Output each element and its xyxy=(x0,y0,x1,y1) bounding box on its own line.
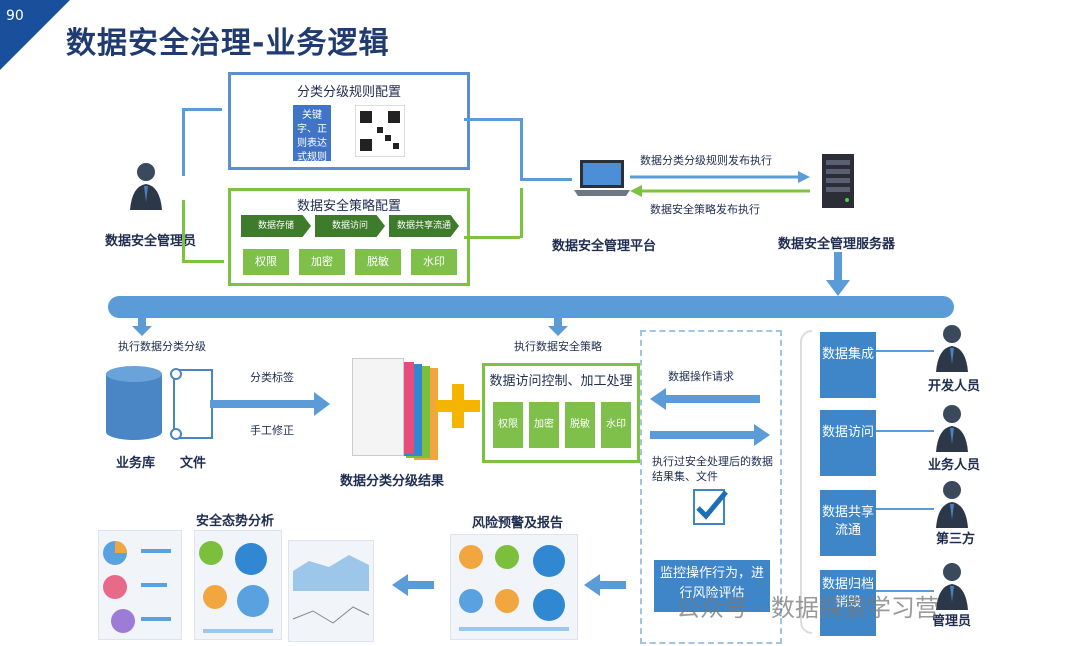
connector xyxy=(182,200,185,262)
developer-person-icon xyxy=(936,325,968,372)
file-label: 文件 xyxy=(180,456,207,471)
service-integration: 数据集成 xyxy=(820,332,876,398)
control-mask: 脱敏 xyxy=(355,249,401,275)
watermark: 公众号 · 数据探索学习营 xyxy=(676,594,939,622)
exec-policy-label: 执行数据安全策略 xyxy=(514,340,602,353)
stage-sharing: 数据共享流通 xyxy=(389,215,459,237)
control-permission: 权限 xyxy=(243,249,289,275)
laptop-icon xyxy=(574,160,630,196)
role-developer: 开发人员 xyxy=(928,379,981,394)
policy-config-box: 数据安全策略配置 数据存储 数据访问 数据共享流通 权限 加密 脱敏 水印 xyxy=(228,188,470,286)
down-arrow xyxy=(548,318,568,336)
connector xyxy=(464,118,520,121)
policy-publish-label: 数据安全策略发布执行 xyxy=(650,203,760,216)
page-number: 90 xyxy=(6,8,24,24)
response-label: 执行过安全处理后的数据结果集、文件 xyxy=(652,455,773,483)
stage-access: 数据访问 xyxy=(315,215,385,237)
situation-panel-3 xyxy=(288,540,374,642)
connector xyxy=(520,118,523,180)
rules-config-title: 分类分级规则配置 xyxy=(296,85,401,100)
business-person-icon xyxy=(936,405,968,452)
mid-control-watermark: 水印 xyxy=(601,402,631,448)
role-manager: 管理员 xyxy=(932,614,972,629)
classification-result-graphic xyxy=(352,358,440,462)
role-business: 业务人员 xyxy=(928,458,981,473)
data-bus xyxy=(108,296,954,318)
access-control-title: 数据访问控制、加工处理 xyxy=(489,374,633,389)
platform-label: 数据安全管理平台 xyxy=(552,239,657,254)
page-number-corner xyxy=(0,0,70,70)
rules-config-box: 分类分级规则配置 关键字、正则表达式规则 xyxy=(228,72,470,170)
control-encrypt: 加密 xyxy=(299,249,345,275)
mid-control-mask: 脱敏 xyxy=(565,402,595,448)
stage-storage: 数据存储 xyxy=(241,215,311,237)
down-arrow xyxy=(132,318,152,336)
situation-panel-2 xyxy=(194,530,282,640)
service-access: 数据访问 xyxy=(820,410,876,476)
role-third-party: 第三方 xyxy=(936,532,976,547)
publish-arrow-left xyxy=(630,185,810,197)
situation-title: 安全态势分析 xyxy=(196,514,275,529)
qr-code-icon xyxy=(355,105,405,157)
publish-arrow-right xyxy=(630,171,810,183)
risk-panel xyxy=(450,534,578,640)
left-arrow xyxy=(584,574,626,596)
file-scroll-icon xyxy=(170,368,213,440)
connector xyxy=(876,430,934,432)
rules-publish-label: 数据分类分级规则发布执行 xyxy=(640,154,772,167)
admin-person-icon xyxy=(130,163,162,210)
connector xyxy=(182,108,222,111)
access-control-box: 数据访问控制、加工处理 权限 加密 脱敏 水印 xyxy=(482,363,640,463)
service-archive: 数据归档销毁 xyxy=(820,570,876,636)
control-watermark: 水印 xyxy=(411,249,457,275)
connector xyxy=(182,110,185,176)
service-sharing: 数据共享流通 xyxy=(820,490,876,556)
db-label: 业务库 xyxy=(116,456,156,471)
risk-title: 风险预警及报告 xyxy=(472,516,564,531)
request-arrow xyxy=(650,388,760,410)
rules-keyword: 关键字、正则表达式规则 xyxy=(293,105,331,163)
request-label: 数据操作请求 xyxy=(668,370,734,383)
connector xyxy=(464,236,520,239)
response-arrow xyxy=(650,424,770,446)
page-title: 数据安全治理-业务逻辑 xyxy=(66,26,390,61)
tag-label: 分类标签 xyxy=(250,371,294,384)
connector xyxy=(876,590,934,592)
result-label: 数据分类分级结果 xyxy=(340,474,445,489)
connector xyxy=(182,260,224,263)
third-party-person-icon xyxy=(936,481,968,528)
server-down-arrow xyxy=(826,252,850,296)
classify-arrow xyxy=(210,392,330,416)
database-icon xyxy=(106,366,162,440)
admin-label: 数据安全管理员 xyxy=(105,234,197,249)
operation-panel xyxy=(640,330,782,644)
left-arrow xyxy=(392,574,434,596)
manager-person-icon xyxy=(936,563,968,610)
connector xyxy=(876,508,934,510)
situation-panel-1 xyxy=(98,530,182,640)
monitor-box: 监控操作行为，进行风险评估 xyxy=(654,560,770,612)
policy-config-title: 数据安全策略配置 xyxy=(296,199,401,214)
connector xyxy=(520,178,572,181)
connector xyxy=(520,188,523,238)
mid-control-encrypt: 加密 xyxy=(529,402,559,448)
mid-control-permission: 权限 xyxy=(493,402,523,448)
server-icon xyxy=(822,154,854,208)
server-label: 数据安全管理服务器 xyxy=(778,237,896,252)
exec-classify-label: 执行数据分类分级 xyxy=(118,340,206,353)
checklist-icon xyxy=(693,489,728,525)
connector xyxy=(876,350,934,352)
plus-icon xyxy=(436,384,480,428)
fix-label: 手工修正 xyxy=(250,424,294,437)
